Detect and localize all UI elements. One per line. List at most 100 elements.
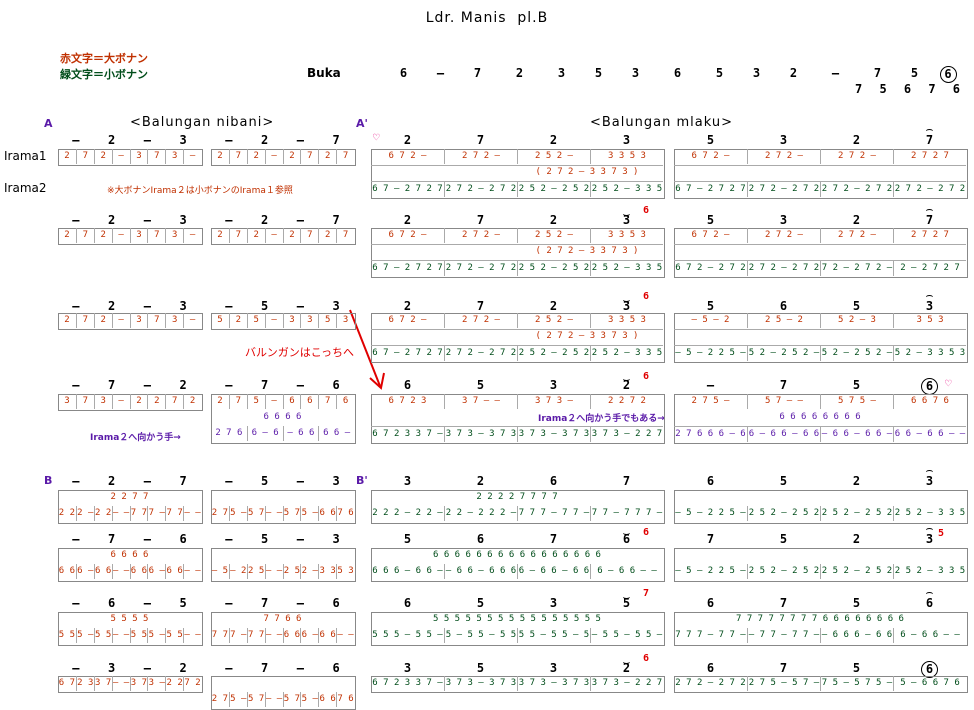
cue-mark-4: 7 — [643, 588, 650, 599]
balungan-note: 5 — [476, 596, 485, 610]
balungan-note: 6 — [893, 661, 966, 678]
bonang-cell: 3 7 — [129, 676, 148, 691]
bonang-cell: 7 5 – 5 7 5 – 5 7 — [820, 676, 893, 691]
bonang-cell: 3 — [282, 313, 301, 328]
right-cells1-b2: 6 6 6 – 6 6 – 6 6– 6 6 – 6 6 6 – 66 – 6 … — [371, 564, 663, 579]
bonang-cell: 2 — [246, 149, 265, 164]
bonang-cell: 7 6 — [336, 506, 354, 521]
bonang-cell: 6 – — [147, 564, 165, 579]
bonang-cell: 2 7 — [211, 508, 229, 518]
bonang-cell: 6 6 — [165, 564, 183, 579]
right-low1-r3: 6 7 – 2 7 2 7 –2 7 2 – 2 7 2 –2 5 2 – 2 … — [371, 346, 663, 361]
bonang-cell: – 5 – 2 — [691, 315, 730, 325]
bonang-cell: – – — [183, 506, 201, 521]
balungan-note: 5 — [261, 474, 269, 488]
balungan-note: – — [143, 532, 151, 546]
balungan-note: 3 — [332, 532, 340, 546]
balungan-note: 2 — [179, 661, 187, 675]
bonang-cell: 2 7 2 – 2 7 2 – — [747, 182, 820, 197]
balungan-note: – — [296, 133, 304, 147]
bonang-cell: 2 2 2 – 2 2 – – — [372, 508, 443, 518]
left-balungan2-b1: –5–3 — [211, 474, 354, 488]
left-balungan2-r3: –5–3 — [211, 299, 354, 313]
left-box1-b2 — [58, 548, 203, 582]
balungan-note: 2 — [852, 532, 861, 546]
bonang-cell: 7 7 7 – 7 7 – – — [517, 506, 590, 521]
bonang-cell: 7 — [147, 313, 165, 328]
right-box2-b4 — [674, 676, 968, 693]
balungan-note: – — [72, 133, 80, 147]
right-cells2-r4: 2 7 5 –5 7 – –5 7 5 –6 6 7 6 — [674, 394, 966, 409]
bonang-cell: 2 7 2 – — [747, 149, 820, 164]
bonang-cell: 2 2 — [165, 676, 183, 691]
balungan-note: 6 — [332, 596, 340, 610]
balungan-note: 7 — [476, 213, 485, 227]
bonang-cell: 2 7 2 – 2 7 2 – — [444, 182, 517, 197]
right-sep2-r3 — [371, 345, 663, 346]
bonang-cell: 3 — [336, 313, 354, 328]
bonang-cell: 6 – 6 6 – 6 6 – 6 — [517, 564, 590, 579]
bonang-cell: 7 7 — [165, 506, 183, 521]
balungan-note: – — [143, 213, 151, 227]
balungan-note: 3 — [779, 133, 788, 147]
balungan-note: – — [143, 378, 151, 392]
bonang-cell: – 6 6 – 6 6 – — [820, 427, 893, 442]
balungan-note: 5 — [706, 299, 715, 313]
bonang-cell: 2 — [228, 313, 247, 328]
balungan-note: – — [143, 474, 151, 488]
bonang-cell: 3 3 5 3 — [590, 149, 663, 164]
bonang-cell: 6 6 — [318, 628, 336, 643]
bonang-cell: 3 7 3 – 3 7 3 – — [444, 676, 517, 691]
left-balungan-r1: –2–3 — [58, 133, 201, 147]
right-cells1-b4: 6 7 2 3 3 7 – –3 7 3 – 3 7 3 –3 7 3 – 3 … — [371, 676, 663, 691]
gong-circle: 6 — [921, 661, 938, 678]
right-balungan2-r1: 5327 — [674, 122, 966, 147]
balungan-note: 7 — [622, 474, 631, 488]
balungan-note: 5 — [590, 590, 663, 610]
left-balungan-b1: –2–7 — [58, 474, 201, 488]
section-a2: A' — [356, 117, 368, 130]
bonang-cell: 2 — [217, 151, 223, 161]
bonang-cell: – — [111, 394, 130, 409]
balungan-note: – — [225, 378, 233, 392]
balungan-note: 2 — [261, 213, 269, 227]
bonang-cell: 3 — [129, 313, 148, 328]
bonang-cell: 2 5 2 – 2 5 2 – — [747, 564, 820, 579]
bonang-cell: – — [111, 228, 130, 243]
right-sep-r1 — [371, 165, 663, 166]
bonang-cell: – 5 – 2 2 5 – – — [675, 566, 746, 576]
bonang-cell: 2 7 2 – 2 7 2 – — [444, 261, 517, 276]
page-title: Ldr. Manis pl.B — [425, 10, 549, 26]
balungan-note: – — [225, 532, 233, 546]
right-box1-r4 — [371, 394, 665, 444]
bonang-cell: 7 — [165, 394, 183, 409]
right-cells2-b3: 7 7 7 – 7 7 – 7 7– 7 7 – 7 7 – 7 7– 6 6 … — [674, 628, 966, 643]
right-cells1-b3: 5 5 5 – 5 5 – 55 – 5 5 – 5 5 –5 5 – 5 5 … — [371, 628, 663, 643]
bonang-cell: 6 7 2 3 3 7 – – — [372, 678, 443, 688]
balungan-note: 5 — [852, 661, 861, 675]
right-sep3-r3 — [674, 329, 966, 330]
balungan-note: 7 — [706, 532, 715, 546]
bonang-cell: 2 5 2 – 2 5 2 – — [747, 506, 820, 521]
bonang-cell: 7 — [75, 228, 94, 243]
right-box2-r4 — [674, 394, 968, 444]
balungan-note: – — [72, 299, 80, 313]
balungan-note: 7 — [179, 474, 187, 488]
balungan-note: 6 — [403, 378, 412, 392]
balungan-note: 2 — [549, 213, 558, 227]
right-cells2-b1: – 5 – 2 2 5 – –2 5 2 – 2 5 2 –2 5 2 – 2 … — [674, 506, 966, 521]
buka-note: 5 — [594, 66, 603, 80]
right-box2-r1 — [674, 149, 968, 199]
bonang-cell: 2 3 — [75, 676, 94, 691]
bonang-cell: 2 — [129, 394, 148, 409]
balungan-note: – — [72, 474, 80, 488]
bonang-cell: – 5 5 – 5 5 – – — [590, 628, 663, 643]
bonang-cell: 7 2 – 2 7 2 – 2 7 — [820, 261, 893, 276]
bonang-cell: 6 — [282, 394, 301, 409]
bonang-cell: 3 7 – – — [444, 394, 517, 409]
cue-mark-5: 6 — [643, 653, 650, 664]
